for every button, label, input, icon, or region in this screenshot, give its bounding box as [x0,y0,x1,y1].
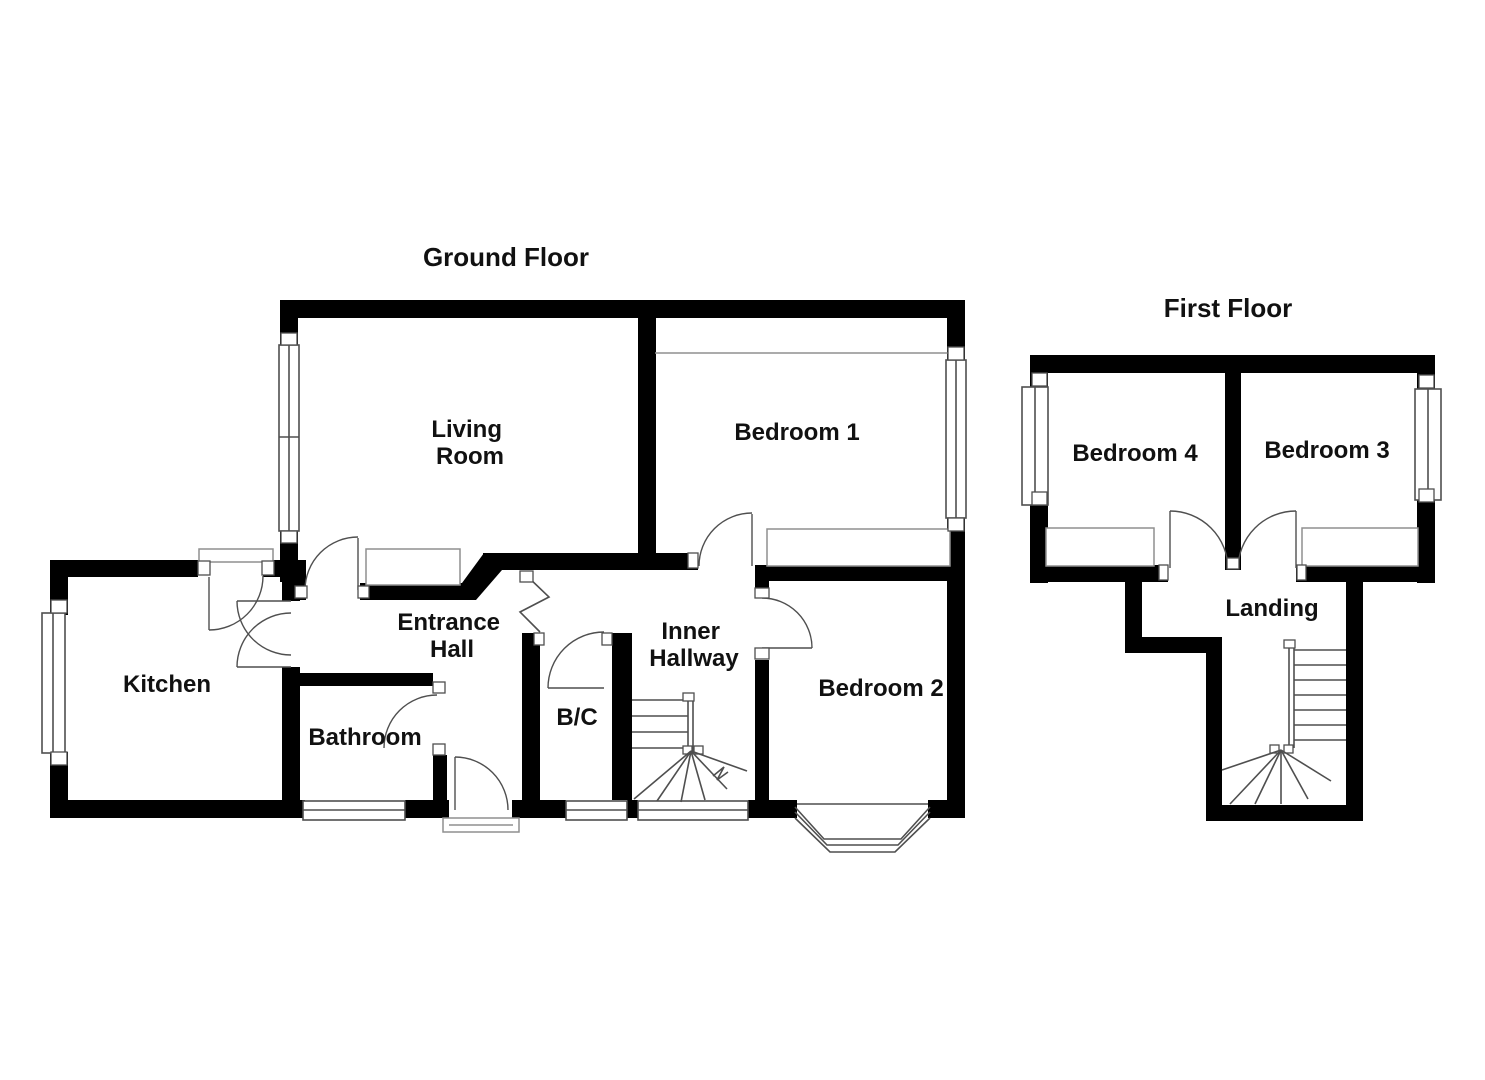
bathroom-window [302,800,406,821]
hallway-window [637,800,749,821]
living-room-window [278,344,300,532]
kitchen-side-door [208,575,264,631]
room-label-living-room: Living Room [431,416,508,470]
ground-floor-walls [50,300,965,818]
room-label-bedroom-1: Bedroom 1 [734,419,859,446]
room-label-kitchen: Kitchen [123,671,211,698]
bedroom-1-door [698,512,753,567]
bedroom-3-window [1414,388,1442,501]
ground-floor-staircase [632,692,748,803]
room-label-bedroom-2: Bedroom 2 [818,675,943,702]
ground-floor-plan: Ground Floor [41,242,967,853]
room-label-entrance-hall: Entrance Hall [397,609,506,663]
bedroom-4-window [1021,386,1049,506]
front-door [454,756,509,811]
room-label-bedroom-4: Bedroom 4 [1072,440,1198,467]
first-floor-title: First Floor [1164,293,1293,323]
cupboard-window [565,800,628,821]
first-floor-labels: Bedroom 4 Bedroom 3 Landing [1072,437,1389,622]
bedroom-3-wardrobe [1301,527,1419,567]
ground-floor-wall-caps [50,332,965,766]
ground-floor-doors [208,512,813,811]
kitchen-window [41,612,66,754]
room-label-landing: Landing [1225,595,1318,622]
bathroom-door [383,694,438,749]
bay-window [794,803,931,853]
room-label-bathroom: Bathroom [308,724,421,751]
living-room-unit [365,548,461,586]
first-floor-walls [1030,355,1435,821]
bedroom-1-wardrobe [766,528,951,567]
bedroom-4-door [1169,510,1229,570]
first-floor-staircase [1221,639,1346,805]
side-door-step [198,548,274,563]
first-floor-plan: First Floor [1021,293,1442,821]
front-door-step [442,817,520,833]
room-label-inner-hallway: Inner Hallway [649,618,739,672]
kitchen-double-door [236,600,292,668]
ground-floor-labels: Living Room Bedroom 1 Kitchen Entrance H… [123,416,944,751]
bedroom-1-window [945,359,967,519]
living-room-door [304,536,359,591]
bedroom-4-wardrobe [1045,527,1155,567]
ground-floor-title: Ground Floor [423,242,589,272]
archway-symbol [518,575,551,633]
bedroom-3-door [1237,510,1297,570]
ground-floor-fixtures [198,352,951,833]
first-floor-windows [1021,386,1442,506]
bedroom-2-door [761,597,813,649]
stair-break-symbol [712,766,729,781]
room-label-boiler-cupboard: B/C [556,704,597,731]
first-floor-wall-caps [1031,372,1435,581]
room-label-bedroom-3: Bedroom 3 [1264,437,1389,464]
cupboard-door [547,631,605,689]
first-floor-fixtures [1045,527,1419,567]
